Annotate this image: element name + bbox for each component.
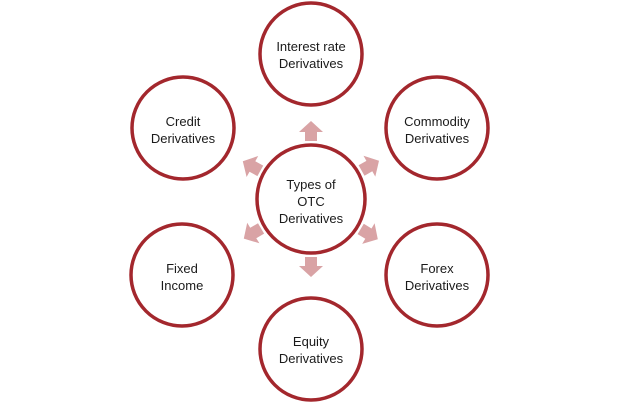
center-node: Types of OTC Derivatives (255, 143, 367, 255)
node-credit: Credit Derivatives (130, 75, 236, 181)
node-line-1: Fixed (166, 261, 198, 276)
node-line-2: Derivatives (279, 351, 344, 366)
center-circle (255, 143, 367, 255)
node-circle (384, 222, 490, 328)
arrow-to-forex (357, 223, 378, 244)
center-line-1: Types of (286, 177, 336, 192)
node-line-2: Income (161, 278, 204, 293)
node-circle (258, 296, 364, 402)
node-line-1: Interest rate (276, 39, 345, 54)
node-line-2: Derivatives (151, 131, 216, 146)
node-line-1: Commodity (404, 114, 470, 129)
arrow-to-equity (299, 257, 323, 277)
node-commodity: Commodity Derivatives (384, 75, 490, 181)
node-line-2: Derivatives (405, 278, 470, 293)
center-line-2: OTC (297, 194, 324, 209)
arrow-to-interest-rate (299, 121, 323, 141)
node-circle (130, 75, 236, 181)
arrow-to-fixed-income (243, 222, 265, 244)
node-line-1: Forex (420, 261, 454, 276)
arrow-to-commodity (358, 155, 379, 177)
node-line-2: Derivatives (279, 56, 344, 71)
node-equity: Equity Derivatives (258, 296, 364, 402)
node-circle (129, 222, 235, 328)
node-line-1: Equity (293, 334, 330, 349)
arrow-to-credit (242, 156, 264, 177)
node-circle (384, 75, 490, 181)
center-line-3: Derivatives (279, 211, 344, 226)
node-forex: Forex Derivatives (384, 222, 490, 328)
node-fixed-income: Fixed Income (129, 222, 235, 328)
node-circle (258, 1, 364, 107)
node-interest-rate: Interest rate Derivatives (258, 1, 364, 107)
node-line-2: Derivatives (405, 131, 470, 146)
node-line-1: Credit (166, 114, 201, 129)
arrows (242, 121, 379, 277)
